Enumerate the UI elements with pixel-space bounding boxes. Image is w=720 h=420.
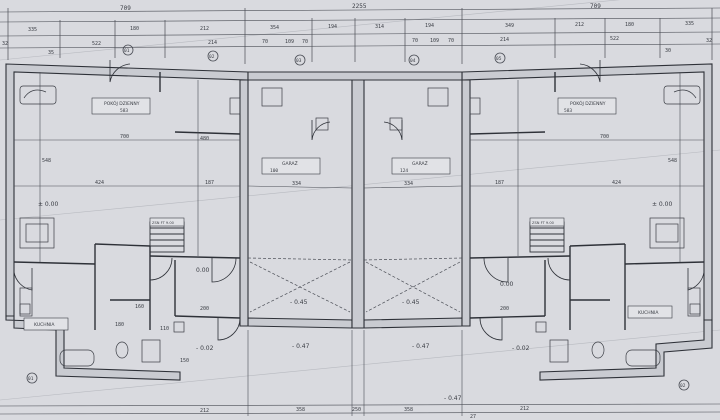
level-entry-left: - 0.02 bbox=[196, 345, 214, 352]
room-size-right: 583 bbox=[564, 108, 572, 114]
garage-doors bbox=[247, 257, 463, 313]
dim-top-3-4: 70 bbox=[302, 39, 308, 45]
room-tag-stair-right: ZSN FT 9.00 bbox=[532, 221, 555, 225]
dim-small-2: 30 bbox=[665, 48, 671, 54]
dim-top-2-8: 212 bbox=[575, 22, 584, 28]
dim-top-2-4: 194 bbox=[328, 24, 337, 30]
axis-marker-04: 04 bbox=[410, 58, 416, 64]
dim-vert-548-right: 548 bbox=[668, 158, 677, 164]
dim-top-3-8: 214 bbox=[500, 37, 509, 43]
axis-marker-01: 01 bbox=[124, 48, 130, 54]
dim-top-3-5: 70 bbox=[412, 38, 418, 44]
room-tag-garage-right: GARAŻ bbox=[412, 160, 428, 167]
furniture bbox=[19, 85, 701, 367]
level-hall-left: 0.00 bbox=[196, 267, 210, 274]
axis-marker-03: 03 bbox=[296, 58, 302, 64]
dim-vert-200-right: 200 bbox=[500, 306, 509, 312]
level-entry-right: - 0.02 bbox=[512, 345, 530, 352]
dim-top-3-6: 109 bbox=[430, 38, 439, 44]
level-porch-right: - 0.47 bbox=[444, 395, 462, 402]
axis-marker-02: 02 bbox=[209, 54, 215, 60]
dim-top-2-1: 180 bbox=[130, 26, 139, 32]
dim-top-2-6: 194 bbox=[425, 23, 434, 29]
top-dimension-lines bbox=[0, 7, 720, 49]
dim-top-2-0: 335 bbox=[28, 27, 37, 33]
room-size-left: 583 bbox=[120, 108, 128, 114]
dim-top-1-b: 2255 bbox=[352, 3, 367, 10]
dim-small-1: 35 bbox=[48, 50, 54, 56]
dim-top-3-2: 70 bbox=[262, 39, 268, 45]
room-tag-kitchen-right: KUCHNIA bbox=[638, 310, 659, 316]
axis-marker-05: 05 bbox=[496, 56, 502, 62]
dim-inner-700-left: 700 bbox=[120, 134, 129, 140]
dim-vert-480: 480 bbox=[200, 136, 209, 142]
outer-walls bbox=[5, 63, 713, 381]
dim-top-2-3: 354 bbox=[270, 25, 279, 31]
dim-vert-200-left: 200 bbox=[200, 306, 209, 312]
dim-bottom-3: 358 bbox=[404, 407, 413, 413]
dim-small-3: 32 bbox=[706, 38, 712, 44]
dim-top-1-c: 709 bbox=[590, 3, 601, 10]
dim-top-1-a: 709 bbox=[120, 5, 131, 12]
dim-vert-160: 160 bbox=[135, 304, 144, 310]
room-size-garage-right: 124 bbox=[400, 168, 408, 174]
dim-bottom-row2-0: 27 bbox=[470, 414, 476, 420]
dim-top-3-7: 70 bbox=[448, 38, 454, 44]
dim-top-2-7: 349 bbox=[505, 23, 514, 29]
inner-dimension-lines bbox=[14, 72, 704, 262]
room-tag-boxes bbox=[23, 97, 673, 331]
bottom-dimension-lines bbox=[0, 330, 720, 416]
dim-inner-424-left: 424 bbox=[95, 180, 104, 186]
dim-inner-700-right: 700 bbox=[600, 134, 609, 140]
level-garage-right: - 0.45 bbox=[402, 299, 420, 306]
axis-marker-bottom-left: 01 bbox=[28, 376, 34, 382]
dim-inner-424-right: 424 bbox=[612, 180, 621, 186]
room-tag-kitchen-left: KUCHNIA bbox=[34, 322, 55, 328]
room-size-garage-left: 100 bbox=[270, 168, 278, 174]
dim-top-2-10: 335 bbox=[685, 21, 694, 27]
room-tag-stair-left: ZSN FT 9.00 bbox=[152, 221, 175, 225]
room-tag-garage-left: GARAŻ bbox=[282, 160, 298, 167]
level-porch-center: - 0.47 bbox=[412, 343, 430, 350]
axis-markers bbox=[26, 44, 690, 391]
dim-top-3-0: 522 bbox=[92, 41, 101, 47]
dim-vert-110: 110 bbox=[160, 326, 169, 332]
dim-inner-187-right: 187 bbox=[495, 180, 504, 186]
level-hall-right: 0.00 bbox=[500, 281, 514, 288]
dim-top-3-9: 522 bbox=[610, 36, 619, 42]
dim-bottom-2: 250 bbox=[352, 407, 361, 413]
dim-top-3-1: 214 bbox=[208, 40, 217, 46]
level-garage-left: - 0.45 bbox=[290, 299, 308, 306]
level-living-right: ± 0.00 bbox=[652, 201, 672, 208]
dim-vert-548-left: 548 bbox=[42, 158, 51, 164]
level-living-left: ± 0.00 bbox=[38, 201, 58, 208]
room-tag-living-left: POKÓJ DZIENNY bbox=[104, 100, 140, 107]
dim-vert-150: 150 bbox=[180, 358, 189, 364]
dim-top-3-3: 109 bbox=[285, 39, 294, 45]
dim-bottom-1: 358 bbox=[296, 407, 305, 413]
dim-vert-180: 180 bbox=[115, 322, 124, 328]
dim-inner-334-right: 334 bbox=[404, 181, 413, 187]
top-dimension-ticks bbox=[7, 8, 713, 64]
dim-bottom-4: 212 bbox=[520, 406, 529, 412]
dim-small-0: 32 bbox=[2, 41, 8, 47]
dim-top-2-2: 212 bbox=[200, 26, 209, 32]
axis-marker-bottom-right: 02 bbox=[680, 383, 686, 389]
inner-partitions bbox=[13, 72, 705, 330]
dim-bottom-0: 212 bbox=[200, 408, 209, 414]
dim-inner-187-left: 187 bbox=[205, 180, 214, 186]
dim-inner-334-left: 334 bbox=[292, 181, 301, 187]
dim-top-2-9: 180 bbox=[625, 22, 634, 28]
room-tag-living-right: POKÓJ DZIENNY bbox=[570, 100, 606, 107]
level-porch-left: - 0.47 bbox=[292, 343, 310, 350]
dim-top-2-5: 314 bbox=[375, 24, 384, 30]
